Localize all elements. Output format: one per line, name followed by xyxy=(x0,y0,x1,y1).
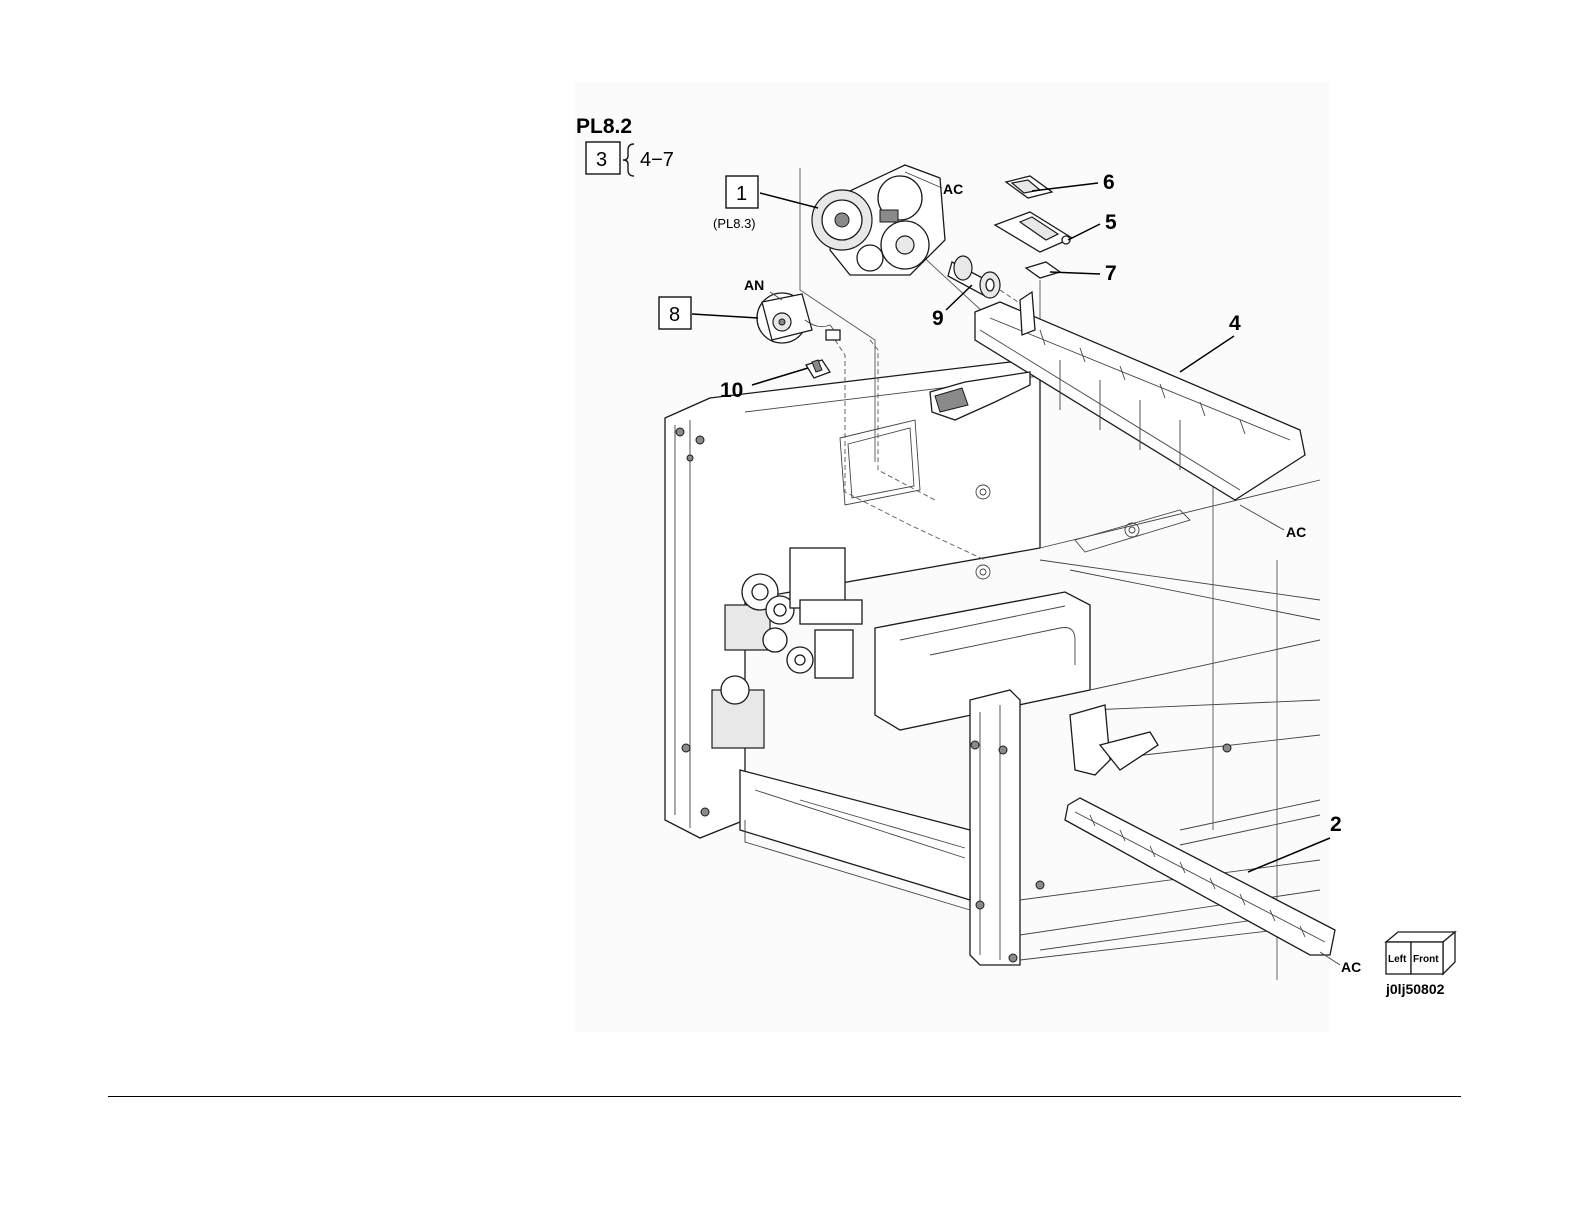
part-9-gear xyxy=(948,256,1000,298)
page-footer-rule xyxy=(108,1096,1461,1097)
kit-box-number: 3 xyxy=(596,149,607,171)
leader-9 xyxy=(946,285,972,310)
part-10-sensor xyxy=(806,360,830,378)
kit-range: 4−7 xyxy=(640,149,674,171)
orientation-left-label: Left xyxy=(1388,954,1407,965)
callout-7: 7 xyxy=(1105,262,1117,285)
leader-ac-right xyxy=(1240,505,1284,530)
label-ac-top: AC xyxy=(943,181,963,197)
leader-2 xyxy=(1248,838,1330,872)
kit-brace xyxy=(623,144,634,176)
leader-7 xyxy=(1050,272,1100,274)
leader-1 xyxy=(760,193,818,208)
callout-1-ref: (PL8.3) xyxy=(713,216,756,231)
part-8-motor xyxy=(757,293,840,343)
callout-2: 2 xyxy=(1330,813,1342,836)
parts-list-title: PL8.2 xyxy=(576,115,632,138)
callout-6: 6 xyxy=(1103,171,1115,194)
callout-10: 10 xyxy=(720,379,743,402)
part-6-bracket xyxy=(1006,176,1052,198)
leader-8 xyxy=(692,314,758,318)
callout-5: 5 xyxy=(1105,211,1117,234)
part-5-guide xyxy=(995,212,1072,252)
leader-5 xyxy=(1068,224,1100,240)
orientation-cube-icon: Left Front xyxy=(1386,932,1455,974)
callout-1-number: 1 xyxy=(736,183,747,205)
label-an: AN xyxy=(744,277,764,293)
part-2-lower-guide xyxy=(1065,798,1335,955)
leader-4 xyxy=(1180,336,1234,372)
part-1-drive-assembly xyxy=(812,165,945,275)
callout-8-number: 8 xyxy=(669,304,680,326)
part-7-clip xyxy=(1026,262,1060,278)
figure-id: j0lj50802 xyxy=(1385,981,1445,997)
callout-4: 4 xyxy=(1229,312,1241,335)
orientation-front-label: Front xyxy=(1413,954,1439,965)
label-ac-right: AC xyxy=(1286,524,1306,540)
label-ac-bottom: AC xyxy=(1341,959,1361,975)
callout-9: 9 xyxy=(932,307,944,330)
leader-10 xyxy=(752,368,808,385)
